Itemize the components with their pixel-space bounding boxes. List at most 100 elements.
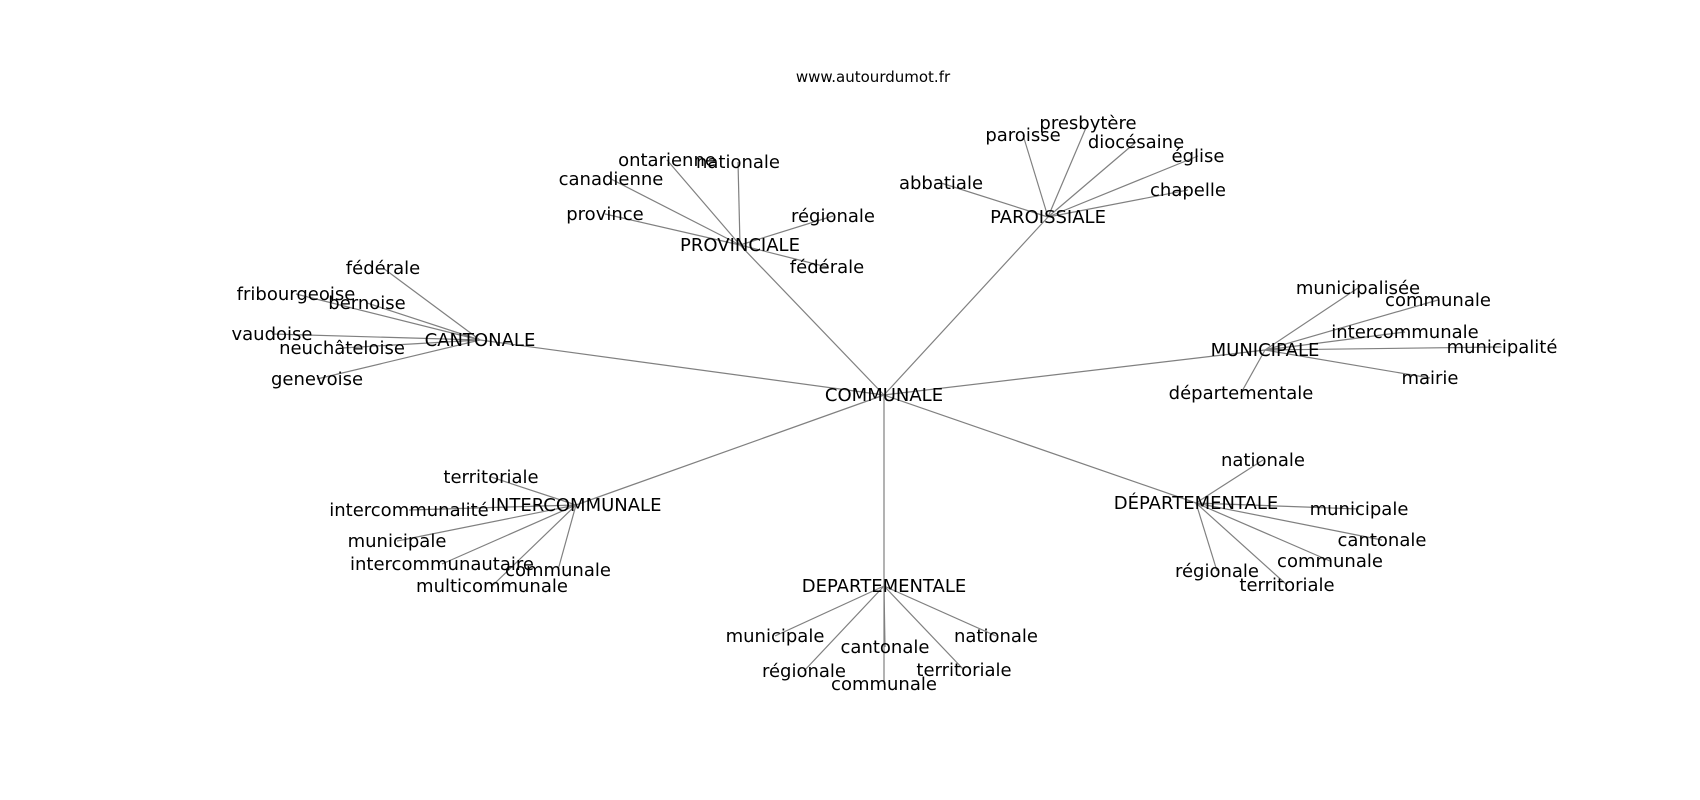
node-leaf-municipale-municipalite[interactable]: municipalité bbox=[1447, 337, 1558, 358]
edge-cantonale-federale bbox=[382, 267, 481, 341]
node-leaf-paroissiale-paroisse[interactable]: paroisse bbox=[985, 125, 1060, 146]
node-leaf-cantonale-genevoise[interactable]: genevoise bbox=[271, 369, 363, 390]
edge-departementale-regionale bbox=[803, 585, 885, 672]
node-leaf-paroissiale-presbytere[interactable]: presbytère bbox=[1039, 113, 1136, 134]
node-leaf-municipale-departementale[interactable]: départementale bbox=[1169, 383, 1314, 404]
edge-provinciale-nationale bbox=[737, 161, 741, 246]
edge-center-provinciale bbox=[739, 244, 885, 396]
node-leaf-provinciale-nationale[interactable]: nationale bbox=[696, 152, 780, 173]
edge-departementale-cantonale bbox=[1195, 502, 1383, 541]
node-leaf-paroissiale-chapelle[interactable]: chapelle bbox=[1150, 180, 1226, 201]
edge-departementale-territoriale bbox=[883, 585, 965, 671]
edge-cantonale-bernoise bbox=[366, 302, 481, 341]
node-leaf-provinciale-federale[interactable]: fédérale bbox=[790, 257, 864, 278]
site-label: www.autourdumot.fr bbox=[796, 68, 951, 86]
edge-departementale-municipale bbox=[774, 585, 885, 637]
node-leaf-departementale-cantonale[interactable]: cantonale bbox=[1338, 530, 1427, 551]
edge-paroissiale-chapelle bbox=[1047, 189, 1189, 218]
edge-center-cantonale bbox=[479, 339, 885, 396]
edge-intercommunale-multicommunale bbox=[491, 504, 577, 587]
node-leaf-provinciale-regionale[interactable]: régionale bbox=[791, 206, 875, 227]
node-hub-departementale[interactable]: DEPARTEMENTALE bbox=[802, 576, 967, 597]
node-leaf-departementale-communale[interactable]: communale bbox=[1277, 551, 1383, 572]
node-leaf-departementale-municipale[interactable]: municipale bbox=[1310, 499, 1409, 520]
edge-municipale-municipalisee bbox=[1264, 287, 1359, 351]
edge-cantonale-fribourgeoise bbox=[295, 293, 481, 341]
node-leaf-intercommunale-multicommunale[interactable]: multicommunale bbox=[416, 576, 568, 597]
node-hub-departementale[interactable]: DÉPARTEMENTALE bbox=[1114, 492, 1279, 514]
node-leaf-paroissiale-abbatiale[interactable]: abbatiale bbox=[899, 173, 983, 194]
node-leaf-paroissiale-diocesaine[interactable]: diocésaine bbox=[1088, 132, 1184, 153]
edges-layer bbox=[271, 122, 1503, 684]
node-leaf-intercommunale-communale[interactable]: communale bbox=[505, 560, 611, 581]
edge-departementale-communale bbox=[1195, 502, 1331, 562]
edge-center-departementale bbox=[883, 394, 1197, 504]
edge-municipale-intercommunale bbox=[1264, 331, 1406, 351]
node-leaf-intercommunale-intercommunalite[interactable]: intercommunalité bbox=[329, 500, 489, 521]
edge-departementale-regionale bbox=[1195, 502, 1218, 572]
edge-cantonale-genevoise bbox=[316, 339, 481, 380]
edge-intercommunale-municipale bbox=[396, 504, 577, 542]
edge-provinciale-province bbox=[604, 213, 741, 246]
edge-intercommunale-communale bbox=[557, 504, 577, 571]
edge-center-intercommunale bbox=[575, 394, 885, 506]
node-leaf-cantonale-bernoise[interactable]: bernoise bbox=[328, 293, 405, 314]
node-leaf-provinciale-ontarienne[interactable]: ontarienne bbox=[618, 150, 716, 171]
node-leaf-provinciale-province[interactable]: province bbox=[566, 204, 643, 225]
edge-center-paroissiale bbox=[883, 216, 1049, 396]
node-leaf-paroissiale-eglise[interactable]: église bbox=[1172, 146, 1225, 167]
edge-municipale-departementale bbox=[1240, 349, 1266, 394]
node-leaf-cantonale-federale[interactable]: fédérale bbox=[346, 258, 420, 279]
node-hub-cantonale[interactable]: CANTONALE bbox=[425, 330, 536, 351]
edge-cantonale-vaudoise bbox=[271, 333, 481, 341]
edge-paroissiale-abbatiale bbox=[940, 182, 1049, 218]
node-leaf-municipale-mairie[interactable]: mairie bbox=[1401, 368, 1458, 389]
edge-provinciale-ontarienne bbox=[666, 159, 741, 246]
edge-intercommunale-intercommunautaire bbox=[441, 504, 577, 565]
node-leaf-cantonale-fribourgeoise[interactable]: fribourgeoise bbox=[237, 284, 356, 305]
labels-layer: www.autourdumot.fr COMMUNALE CANTONALE féd… bbox=[232, 68, 1558, 695]
edge-departementale-municipale bbox=[1195, 502, 1360, 510]
edge-intercommunale-intercommunalite bbox=[408, 504, 577, 511]
edge-paroissiale-eglise bbox=[1047, 155, 1199, 218]
edge-cantonale-neuchateloise bbox=[341, 339, 481, 349]
node-leaf-cantonale-vaudoise[interactable]: vaudoise bbox=[232, 324, 313, 345]
node-leaf-departementale-territoriale[interactable]: territoriale bbox=[916, 660, 1011, 681]
node-leaf-intercommunale-municipale[interactable]: municipale bbox=[348, 531, 447, 552]
edge-intercommunale-territoriale bbox=[490, 476, 577, 506]
edge-center-municipale bbox=[883, 349, 1266, 396]
node-leaf-departementale-nationale[interactable]: nationale bbox=[954, 626, 1038, 647]
edge-paroissiale-paroisse bbox=[1022, 134, 1049, 218]
node-center-communale[interactable]: COMMUNALE bbox=[825, 385, 943, 406]
edge-provinciale-canadienne bbox=[610, 178, 741, 246]
node-leaf-municipale-municipalisee[interactable]: municipalisée bbox=[1296, 278, 1420, 299]
edge-municipale-municipalite bbox=[1264, 346, 1503, 351]
node-leaf-municipale-intercommunale[interactable]: intercommunale bbox=[1331, 322, 1478, 343]
edge-departementale-territoriale bbox=[1195, 502, 1288, 586]
edge-departementale-nationale bbox=[1195, 459, 1264, 504]
node-hub-provinciale[interactable]: PROVINCIALE bbox=[680, 235, 800, 256]
node-hub-paroissiale[interactable]: PAROISSIALE bbox=[990, 207, 1106, 228]
node-leaf-departementale-nationale[interactable]: nationale bbox=[1221, 450, 1305, 471]
node-leaf-municipale-communale[interactable]: communale bbox=[1385, 290, 1491, 311]
edge-departementale-nationale bbox=[883, 585, 997, 637]
node-hub-municipale[interactable]: MUNICIPALE bbox=[1211, 340, 1320, 361]
node-leaf-departementale-regionale[interactable]: régionale bbox=[1175, 561, 1259, 582]
node-hub-intercommunale[interactable]: INTERCOMMUNALE bbox=[491, 495, 662, 516]
node-leaf-provinciale-canadienne[interactable]: canadienne bbox=[559, 169, 664, 190]
edge-provinciale-regionale bbox=[739, 215, 834, 246]
node-leaf-departementale-municipale[interactable]: municipale bbox=[726, 626, 825, 647]
node-leaf-departementale-territoriale[interactable]: territoriale bbox=[1239, 575, 1334, 596]
edge-paroissiale-diocesaine bbox=[1047, 141, 1137, 218]
node-leaf-intercommunale-intercommunautaire[interactable]: intercommunautaire bbox=[350, 554, 534, 575]
node-leaf-departementale-cantonale[interactable]: cantonale bbox=[841, 637, 930, 658]
edge-municipale-mairie bbox=[1264, 349, 1431, 379]
node-leaf-intercommunale-territoriale[interactable]: territoriale bbox=[443, 467, 538, 488]
node-leaf-cantonale-neuchateloise[interactable]: neuchâteloise bbox=[279, 338, 405, 359]
edge-municipale-communale bbox=[1264, 299, 1439, 351]
node-leaf-departementale-communale[interactable]: communale bbox=[831, 674, 937, 695]
edge-provinciale-federale bbox=[739, 244, 828, 268]
node-leaf-departementale-regionale[interactable]: régionale bbox=[762, 661, 846, 682]
edge-paroissiale-presbytere bbox=[1047, 122, 1089, 218]
